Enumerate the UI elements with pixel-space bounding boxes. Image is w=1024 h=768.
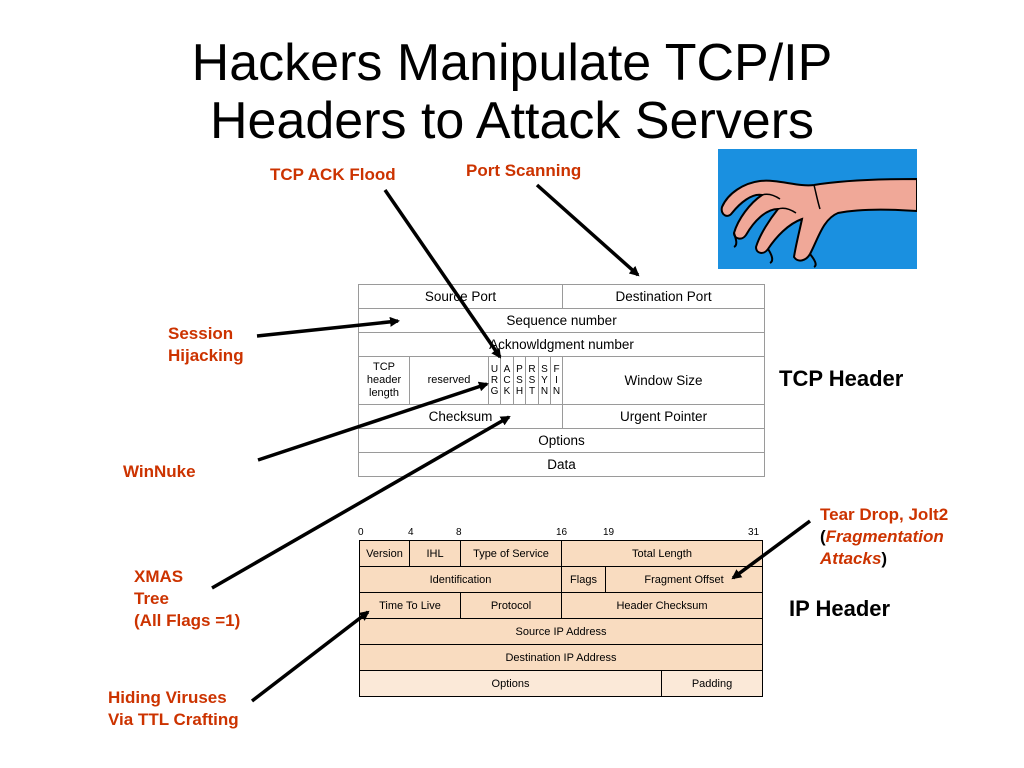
- label-xmas-line-2: Tree: [134, 589, 169, 608]
- tcp-data: Data: [357, 452, 766, 477]
- tcp-window-size: Window Size: [562, 356, 766, 405]
- label-port-scanning: Port Scanning: [466, 161, 582, 180]
- ip-source-address: Source IP Address: [359, 618, 763, 645]
- ip-scale-31: 31: [748, 527, 760, 538]
- arrow-port-scanning: [535, 183, 640, 277]
- label-session-hijacking-line-2: Hijacking: [168, 346, 244, 365]
- label-session-hijacking-line-1: Session: [168, 324, 234, 343]
- ip-ihl: IHL: [409, 540, 461, 567]
- arrow-hiding-viruses: [250, 610, 370, 703]
- ip-header-table: Version IHL Type of Service Total Length…: [359, 540, 763, 697]
- label-xmas-line-3: (All Flags =1): [134, 611, 241, 630]
- ip-header-label: IP Header: [789, 596, 891, 621]
- ip-identification: Identification: [359, 566, 562, 593]
- tcp-ack-number: Acknowldgment number: [357, 332, 766, 357]
- label-hiding-line-1: Hiding Viruses: [108, 688, 227, 707]
- ip-flags: Flags: [561, 566, 606, 593]
- ip-header-checksum: Header Checksum: [561, 592, 763, 619]
- tcp-destination-port: Destination Port: [562, 284, 766, 309]
- ip-protocol: Protocol: [460, 592, 562, 619]
- ip-scale-16: 16: [556, 527, 568, 538]
- tcp-reserved: reserved: [409, 356, 489, 405]
- slide-title: Hackers Manipulate TCP/IP Headers to Att…: [0, 34, 1024, 150]
- tcp-header-label: TCP Header: [779, 366, 904, 391]
- ip-destination-address: Destination IP Address: [359, 644, 763, 671]
- tcp-urgent-pointer: Urgent Pointer: [562, 404, 766, 429]
- ip-options: Options: [359, 670, 662, 697]
- label-tear-drop-line-1: Tear Drop, Jolt2: [820, 505, 949, 524]
- ip-ttl: Time To Live: [359, 592, 461, 619]
- tcp-checksum: Checksum: [357, 404, 564, 429]
- label-xmas-line-1: XMAS: [134, 567, 184, 586]
- tcp-source-port: Source Port: [357, 284, 564, 309]
- label-winnuke: WinNuke: [123, 462, 196, 481]
- tcp-header-length-1: TCP: [373, 361, 395, 373]
- label-tear-drop-line-3: Attacks): [820, 549, 888, 568]
- ip-padding: Padding: [661, 670, 763, 697]
- ip-scale-8: 8: [456, 527, 462, 538]
- ip-version: Version: [359, 540, 410, 567]
- label-hiding-line-2: Via TTL Crafting: [108, 710, 239, 729]
- label-tcp-ack-flood: TCP ACK Flood: [270, 165, 396, 184]
- ip-total-length: Total Length: [561, 540, 763, 567]
- tcp-sequence-number: Sequence number: [357, 308, 766, 333]
- ip-fragment-offset: Fragment Offset: [605, 566, 763, 593]
- label-hiding-viruses: Hiding Viruses Via TTL Crafting: [108, 687, 239, 731]
- ip-bit-scale: 0 4 8 16 19 31: [358, 527, 762, 541]
- ip-scale-19: 19: [603, 527, 615, 538]
- tcp-header-length-2: header: [366, 374, 402, 386]
- tcp-header-length: TCP header length: [358, 356, 410, 405]
- tcp-options: Options: [357, 428, 766, 453]
- tcp-header-table: Source Port Destination Port Sequence nu…: [357, 284, 766, 477]
- ip-scale-0: 0: [358, 527, 364, 538]
- label-session-hijacking: Session Hijacking: [168, 323, 244, 367]
- title-line-1: Hackers Manipulate TCP/IP: [191, 34, 833, 92]
- hacker-hand-image: [718, 149, 917, 269]
- label-tear-drop-line-2: (Fragmentation: [820, 527, 944, 546]
- label-xmas-tree: XMAS Tree (All Flags =1): [134, 566, 240, 632]
- label-tear-drop: Tear Drop, Jolt2 (Fragmentation Attacks): [820, 504, 948, 570]
- tcp-header-length-3: length: [369, 387, 399, 399]
- ip-type-of-service: Type of Service: [460, 540, 562, 567]
- title-line-2: Headers to Attack Servers: [209, 92, 815, 150]
- hand-icon: [720, 177, 917, 268]
- ip-scale-4: 4: [408, 527, 414, 538]
